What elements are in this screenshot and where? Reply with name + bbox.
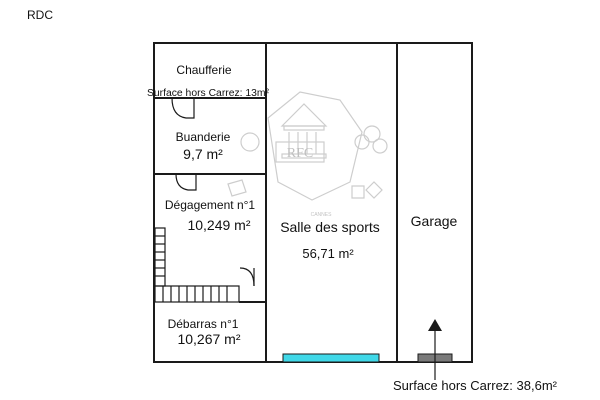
room-garage-name: Garage [411, 213, 458, 229]
staircase [154, 227, 266, 303]
rfc-watermark: RFC CANNES [227, 91, 388, 218]
watermark-text: RFC [287, 146, 313, 161]
door-swings [171, 97, 255, 287]
room-chaufferie-note: Surface hors Carrez: 13m² [147, 88, 270, 99]
room-buanderie-name: Buanderie [176, 130, 231, 144]
opening-salle-des-sports [282, 353, 380, 363]
room-buanderie-area: 9,7 m² [183, 146, 223, 162]
garage-arrow [428, 319, 442, 380]
room-chaufferie-name: Chaufferie [176, 63, 231, 77]
garage-surface-note: Surface hors Carrez: 38,6m² [393, 378, 558, 393]
room-debarras-name: Débarras n°1 [168, 317, 239, 331]
room-debarras-area: 10,267 m² [177, 331, 240, 347]
room-salle-sports-name: Salle des sports [280, 219, 380, 235]
room-degagement-area: 10,249 m² [187, 217, 250, 233]
room-salle-sports-area: 56,71 m² [302, 246, 354, 261]
level-label: RDC [27, 8, 53, 22]
room-degagement-name: Dégagement n°1 [165, 198, 256, 212]
watermark-subtext: CANNES [311, 212, 333, 218]
